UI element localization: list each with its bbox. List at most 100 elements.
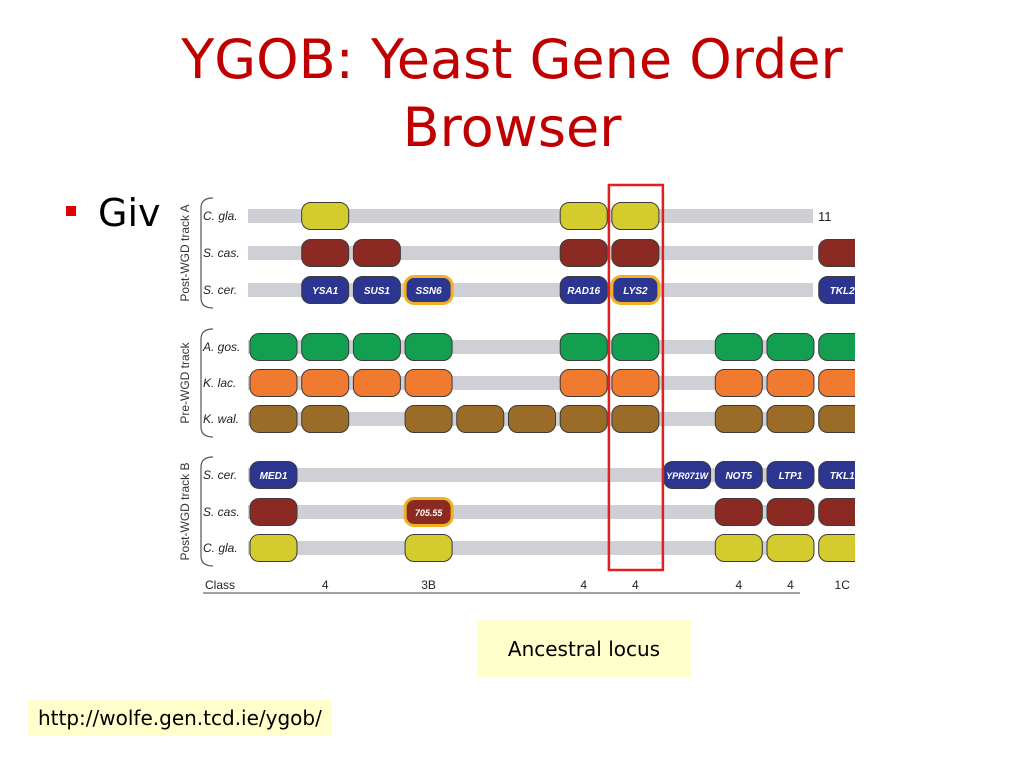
gene-box [818,276,855,304]
gene-box [249,498,298,526]
gene-name-label: MED1 [260,471,288,482]
gene-box [714,369,763,397]
gene-box [352,369,401,397]
gene-box [404,333,453,361]
class-tick-label: 1C [835,578,851,592]
species-label: S. cer. [203,283,237,297]
species-label: K. wal. [203,412,239,426]
track-bar [248,209,813,223]
gene-box [301,239,350,267]
group-bracket [200,328,214,438]
ancestral-locus-caption: Ancestral locus [477,620,691,677]
species-label: S. cer. [203,468,237,482]
gene-box [714,498,763,526]
gene-box [508,405,556,433]
gene-box [404,405,453,433]
gene-box [714,461,763,489]
gene-box [611,202,660,230]
gene-box [352,276,401,304]
gene-box [559,369,608,397]
gene-box [559,239,608,267]
slide-title: YGOB: Yeast Gene Order Browser [0,26,1024,162]
gene-box [249,333,298,361]
gene-box [714,405,763,433]
slide-title-line1: YGOB: Yeast Gene Order [181,28,843,91]
gene-box [249,461,298,489]
gene-box [403,275,454,305]
group-label: Post-WGD track B [178,462,192,560]
gene-box [404,369,453,397]
gene-name-label: SUS1 [364,286,391,297]
gene-order-diagram: Post-WGD track AC. gla.11S. cas.c591S. c… [175,183,855,603]
gene-box [301,202,350,230]
source-url-link[interactable]: http://wolfe.gen.tcd.ie/ygob/ [28,700,332,736]
gene-box [249,534,298,562]
chromosome-label: 11 [818,209,832,224]
gene-box [559,405,608,433]
gene-box [559,202,608,230]
ancestral-locus-highlight-box [607,183,665,572]
species-label: A. gos. [202,340,240,354]
species-label: K. lac. [203,376,236,390]
gene-name-label: YPR071W [666,471,710,481]
gene-box [249,405,298,433]
gene-box [301,405,350,433]
class-tick-label: 4 [735,578,742,592]
class-tick-label: 4 [632,578,639,592]
gene-name-label: SSN6 [416,286,443,297]
gene-name-label: TKL2 [830,286,855,297]
gene-box [301,369,350,397]
gene-name-label: LTP1 [779,471,803,482]
gene-box [404,534,453,562]
class-tick-label: 3B [421,578,436,592]
gene-box [766,333,815,361]
gene-box [301,276,350,304]
class-tick-label: 4 [787,578,794,592]
gene-box [559,333,608,361]
gene-box [714,534,763,562]
gene-box [766,369,815,397]
slide-title-line2: Browser [402,96,622,159]
gene-box [818,333,855,361]
gene-box [818,405,855,433]
gene-box [611,405,660,433]
group-bracket [200,197,214,309]
track-bar [248,505,813,519]
gene-name-label: TKL1 [830,471,855,482]
gene-box [301,333,350,361]
bullet-square-icon [66,206,76,216]
gene-box [611,239,660,267]
gene-name-label: 705.55 [415,508,444,518]
gene-name-label: RAD16 [567,286,600,297]
group-label: Pre-WGD track [178,341,192,423]
gene-box [818,239,855,267]
gene-box [766,498,815,526]
gene-box [818,534,855,562]
gene-box [766,405,815,433]
gene-box [611,333,660,361]
group-bracket [200,456,214,567]
species-label: S. cas. [203,246,240,260]
gene-box [610,275,661,305]
species-label: S. cas. [203,505,240,519]
species-label: C. gla. [203,541,238,555]
class-axis-label: Class [205,578,235,592]
gene-name-label: NOT5 [725,471,752,482]
gene-box [403,497,454,527]
gene-box [352,333,401,361]
gene-box [352,239,401,267]
class-tick-label: 4 [580,578,587,592]
gene-box [818,498,855,526]
gene-name-label: LYS2 [623,286,648,297]
gene-box [818,461,855,489]
gene-box [766,461,815,489]
gene-box [818,369,855,397]
gene-box [456,405,505,433]
gene-box [249,369,298,397]
bullet-text: Giv [98,191,161,235]
track-bar [248,541,813,555]
gene-box [766,534,815,562]
gene-name-label: YSA1 [312,286,339,297]
class-tick-label: 4 [322,578,329,592]
species-label: C. gla. [203,209,238,223]
